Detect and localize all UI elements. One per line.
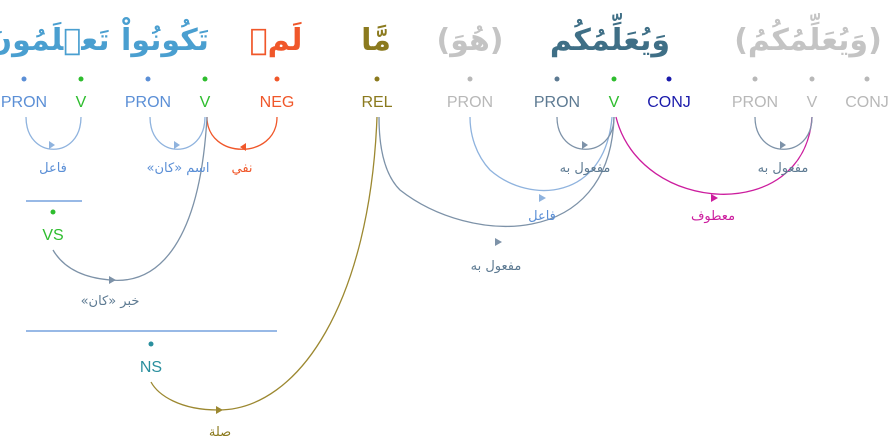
rel-silah: صلة [209, 425, 231, 438]
dot-pron-3 [467, 76, 473, 82]
edge-khabar-kana [52, 116, 208, 281]
rel-matuf: معطوف [691, 209, 735, 224]
rel-maful-3: مفعول به [758, 161, 809, 176]
edge-maful-2 [556, 116, 615, 150]
ns-node-dot [148, 341, 154, 347]
tag-pron-2: PRON [125, 94, 171, 111]
dot-conj-2 [864, 76, 870, 82]
tag-v-2: V [200, 94, 211, 111]
tag-v-3: V [609, 94, 620, 111]
word-yuallimukum-hidden: (وَيُعَلِّمُكُمُ) [734, 13, 882, 58]
dot-v-3 [611, 76, 617, 82]
edge-nafy [206, 116, 278, 150]
edge-maful-3 [754, 116, 813, 150]
edge-maful-1-arrow [495, 238, 502, 246]
edge-matuf [615, 116, 813, 195]
edge-fail-2-arrow [539, 194, 546, 202]
rel-ism-kana: اسم «كان» [147, 161, 210, 176]
word-lam: لَمۡ [250, 21, 303, 58]
edge-maful-2-arrow [582, 141, 588, 149]
vs-node-label: VS [42, 227, 63, 244]
tag-conj-2: CONJ [845, 94, 889, 111]
edge-khabar-kana-arrow [109, 276, 116, 284]
tag-pron-4: PRON [534, 94, 580, 111]
word-talamun: تَعۡلَمُونَ [0, 21, 109, 58]
dot-v-2 [202, 76, 208, 82]
dot-conj-1 [666, 76, 672, 82]
dot-pron-5 [752, 76, 758, 82]
rel-maful-2: مفعول به [560, 161, 611, 176]
dot-v-1 [78, 76, 84, 82]
tag-pron-3: PRON [447, 94, 493, 111]
dot-pron-4 [554, 76, 560, 82]
tag-pron-5: PRON [732, 94, 778, 111]
dot-v-4 [809, 76, 815, 82]
dot-pron-1 [21, 76, 27, 82]
rel-maful-1: مفعول به [471, 259, 522, 274]
rel-fail-1: فاعل [39, 161, 67, 176]
tag-rel: REL [361, 94, 392, 111]
dot-rel [374, 76, 380, 82]
word-ma: مَّا [361, 23, 391, 58]
tag-pron-1: PRON [1, 94, 47, 111]
rel-fail-2: فاعل [528, 209, 556, 224]
tag-v-4: V [807, 94, 818, 111]
edge-silah [150, 116, 378, 411]
tag-v-1: V [76, 94, 87, 111]
edge-ism-kana-arrow [174, 141, 180, 149]
word-huwa-hidden: (هُوَ) [436, 23, 503, 58]
rel-khabar-kana: خبر «كان» [81, 294, 140, 309]
edge-silah-arrow [216, 406, 223, 414]
edge-ism-kana [149, 116, 206, 150]
edge-maful-3-arrow [780, 141, 786, 149]
edge-fail-1-arrow [49, 141, 55, 149]
dot-pron-2 [145, 76, 151, 82]
rel-nafy: نفي [231, 161, 252, 176]
edge-nafy-arrow [240, 143, 246, 151]
word-yuallimukum: وَيُعَلِّمُكُم [550, 13, 670, 58]
ns-node-label: NS [140, 359, 162, 376]
edge-fail-1 [25, 116, 82, 150]
vs-node-dot [50, 209, 56, 215]
edge-maful-1 [378, 116, 615, 228]
tag-neg: NEG [260, 94, 295, 111]
tag-conj-1: CONJ [647, 94, 691, 111]
edge-fail-2 [469, 116, 613, 192]
edge-matuf-arrow [711, 194, 718, 202]
word-takunu: تَكُونُواْ [121, 17, 209, 58]
dot-neg [274, 76, 280, 82]
